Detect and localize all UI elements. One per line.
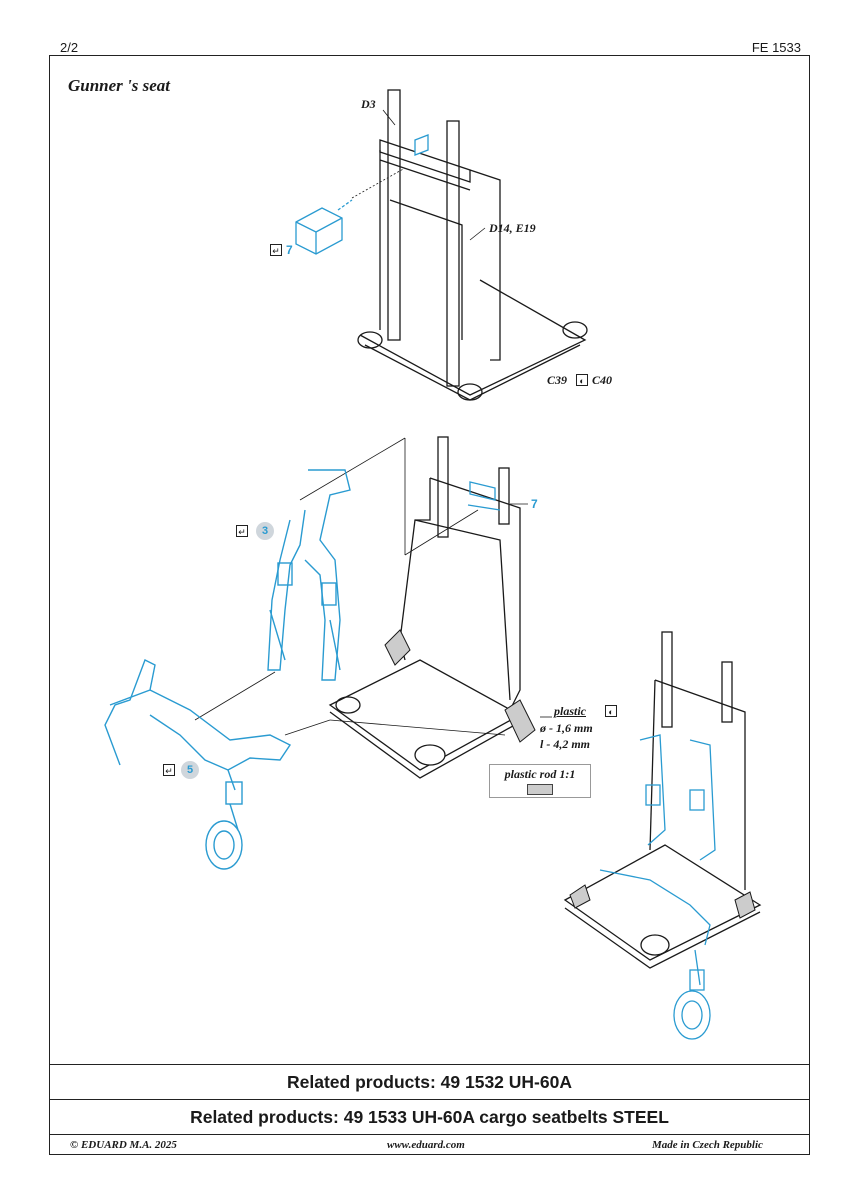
part-7-top: 7 — [286, 243, 293, 257]
plastic-rod-scale: plastic rod 1:1 — [489, 764, 591, 798]
flip-icon: ◐ — [605, 705, 617, 717]
diameter-spec: ø - 1,6 mm — [540, 721, 593, 735]
length-spec: l - 4,2 mm — [540, 737, 590, 751]
footer-website[interactable]: www.eduard.com — [387, 1139, 465, 1151]
etch-assembled — [599, 734, 716, 1040]
label-c39: C39 — [547, 373, 568, 387]
plastic-label: plastic — [554, 704, 586, 718]
etch-part-7-mid — [467, 481, 501, 511]
label-d14-e19: D14, E19 — [489, 221, 536, 235]
etch-lapbelt-5 — [104, 659, 292, 870]
part-5-badge: 5 — [181, 761, 199, 779]
label-d3: D3 — [361, 97, 376, 111]
seat-frame-top — [357, 89, 588, 401]
leader-lines-mid — [194, 437, 552, 736]
etch-part-7-top — [295, 134, 429, 255]
footer-copyright: © EDUARD M.A. 2025 — [70, 1139, 177, 1151]
sheet-code: FE 1533 — [751, 40, 801, 55]
label-c40: C40 — [592, 373, 613, 387]
part-7-mid: 7 — [531, 497, 538, 511]
page-title: Gunner 's seat — [68, 76, 171, 95]
flip-icon: ◐ — [576, 374, 588, 386]
part-3-badge: 3 — [256, 522, 274, 540]
plastic-parts-middle — [384, 629, 536, 743]
footer-made-in: Made in Czech Republic — [652, 1139, 763, 1151]
related-products-1: Related products: 49 1532 UH-60A — [49, 1064, 810, 1100]
bend-icon: ↵ — [163, 764, 175, 776]
instruction-frame — [49, 55, 810, 1155]
plastic-rod-swatch — [527, 784, 553, 795]
leader-lines-top — [351, 109, 486, 241]
page-number: 2/2 — [60, 40, 79, 55]
seat-assembled — [563, 631, 762, 969]
seat-middle — [328, 436, 522, 779]
bend-icon: ↵ — [270, 244, 282, 256]
related-products-2: Related products: 49 1533 UH-60A cargo s… — [49, 1099, 810, 1135]
plastic-rod-label: plastic rod 1:1 — [504, 767, 576, 781]
bend-icon: ↵ — [236, 525, 248, 537]
etch-harness-3 — [267, 469, 351, 681]
plastic-parts-assembled — [569, 884, 756, 919]
